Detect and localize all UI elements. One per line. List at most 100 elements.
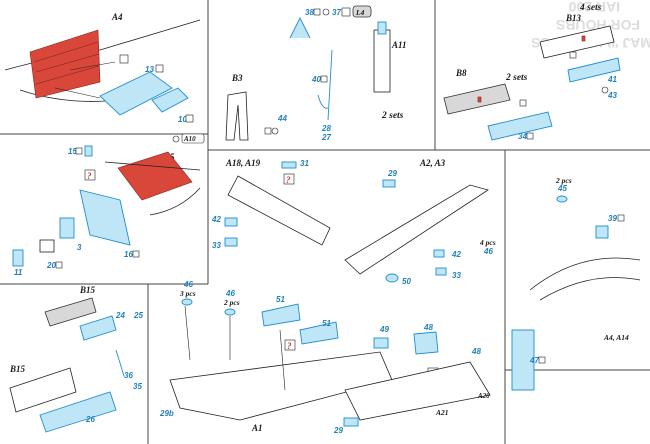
label-a2-a3: A2, A3 (419, 158, 446, 168)
label-l4: L4 (355, 8, 365, 17)
remove-icon (519, 99, 527, 107)
pe-part-47 (511, 329, 535, 391)
pe-part-50 (385, 273, 399, 283)
part-42: 42 (211, 215, 221, 224)
pe-strap (327, 49, 333, 121)
label-a1: A1 (251, 423, 263, 433)
label-a21: A21 (435, 408, 449, 417)
pe-part-33b (435, 267, 447, 276)
cement-icon (322, 8, 330, 16)
pe-part-10 (151, 87, 189, 113)
part-42b: 42 (451, 250, 461, 259)
pe-part-15 (84, 145, 93, 157)
red-mark (581, 35, 586, 42)
part-ref-box (181, 133, 205, 144)
pe-part-45 (556, 195, 568, 203)
part-29: 29 (387, 169, 397, 178)
panel-right-mid: 2 pcs 45 39 A4, A14 47 (511, 176, 641, 391)
question-icon (283, 173, 295, 185)
part-46b: 46 (225, 289, 235, 298)
check-icon (155, 64, 164, 73)
canopy-line (529, 257, 641, 291)
question-icon (284, 339, 296, 351)
pe-part-49 (373, 337, 389, 349)
cement-icon (601, 86, 609, 94)
part-51b: 51 (322, 319, 331, 328)
part-46: 46 (483, 247, 493, 256)
instrument-panel-red (29, 29, 101, 99)
part-43: 43 (607, 91, 617, 100)
part-45: 45 (557, 184, 567, 193)
panel-bottom-center: 46 3 pcs 46 2 pcs 51 51 ? 29b A1 (159, 280, 393, 433)
note-2-sets: 2 sets (505, 73, 528, 83)
part-41: 41 (607, 75, 617, 84)
fuselage-half-left (227, 175, 331, 246)
part-34: 34 (518, 132, 527, 141)
part-46: 46 (183, 280, 193, 289)
part-11: 11 (14, 268, 23, 277)
pe-part-39 (595, 225, 609, 239)
part-a10: A10 (183, 135, 196, 143)
panel-top-right: 4 sets B13 41 43 B8 2 sets 34 (443, 3, 621, 141)
part-50: 50 (402, 277, 411, 286)
label-a20: A20 (477, 392, 490, 400)
part-25: 25 (133, 311, 143, 320)
note-3-pcs: 3 pcs (179, 289, 196, 298)
pe-part-40 (377, 21, 387, 35)
part-13: 13 (145, 65, 154, 74)
pe-part-51b (299, 321, 339, 345)
part-15: 15 (68, 147, 77, 156)
pe-part-26 (39, 391, 117, 433)
part-38: 38 (305, 8, 314, 17)
check-icon (185, 114, 194, 123)
pe-part-34 (487, 111, 553, 141)
note-4-pcs: 4 pcs (479, 238, 496, 247)
part-28: 28 (321, 124, 331, 133)
wing-shape-right (344, 361, 491, 421)
panel-bottom-right: 49 48 48 ? A21 A20 29 (333, 323, 491, 435)
part-36: 36 (124, 371, 133, 380)
fuselage-half-right (344, 184, 489, 275)
b13-shape (539, 25, 615, 59)
part-16: 16 (124, 250, 133, 259)
check-icon (320, 75, 328, 83)
label-a11: A11 (391, 40, 407, 50)
red-mark (477, 96, 482, 103)
panel-center: A18, A19 31 ? 42 33 A2, A3 29 4 pcs 46 4… (211, 158, 496, 286)
wing-shape (169, 351, 393, 421)
check-icon (75, 147, 83, 155)
part-48b: 48 (471, 347, 481, 356)
instrument-panel-red-a5 (117, 151, 193, 201)
cement-icon (271, 127, 279, 135)
control-column (373, 29, 391, 93)
part-48: 48 (423, 323, 433, 332)
panel-mid-left: 15 A5 ? 16 3 20 11 (12, 145, 201, 277)
watermark-line2: FOR HOUBS (556, 17, 640, 33)
remove-icon (119, 54, 129, 64)
question-mark: ? (87, 171, 92, 181)
check-icon (526, 132, 534, 140)
label-b13: B13 (565, 13, 582, 23)
part-33b: 33 (452, 271, 461, 280)
note-4-sets: 4 sets (579, 3, 602, 13)
label-a18-a19: A18, A19 (225, 158, 261, 168)
question-icon (84, 169, 96, 181)
b15-top-shape (44, 297, 97, 327)
part-ref-box (352, 5, 372, 18)
label-b15-top: B15 (79, 285, 96, 295)
pe-part-46b (224, 308, 236, 316)
part-31: 31 (300, 159, 309, 168)
part-39: 39 (608, 214, 617, 223)
remove-icon (569, 51, 577, 59)
part-37: 37 (332, 8, 341, 17)
part-35: 35 (133, 382, 142, 391)
part-27: 27 (321, 133, 331, 142)
pe-part-46 (181, 298, 193, 306)
b8-shape (443, 83, 511, 115)
part-44: 44 (277, 114, 287, 123)
pe-part-29 (343, 417, 359, 427)
pe-part-24 (79, 315, 117, 341)
